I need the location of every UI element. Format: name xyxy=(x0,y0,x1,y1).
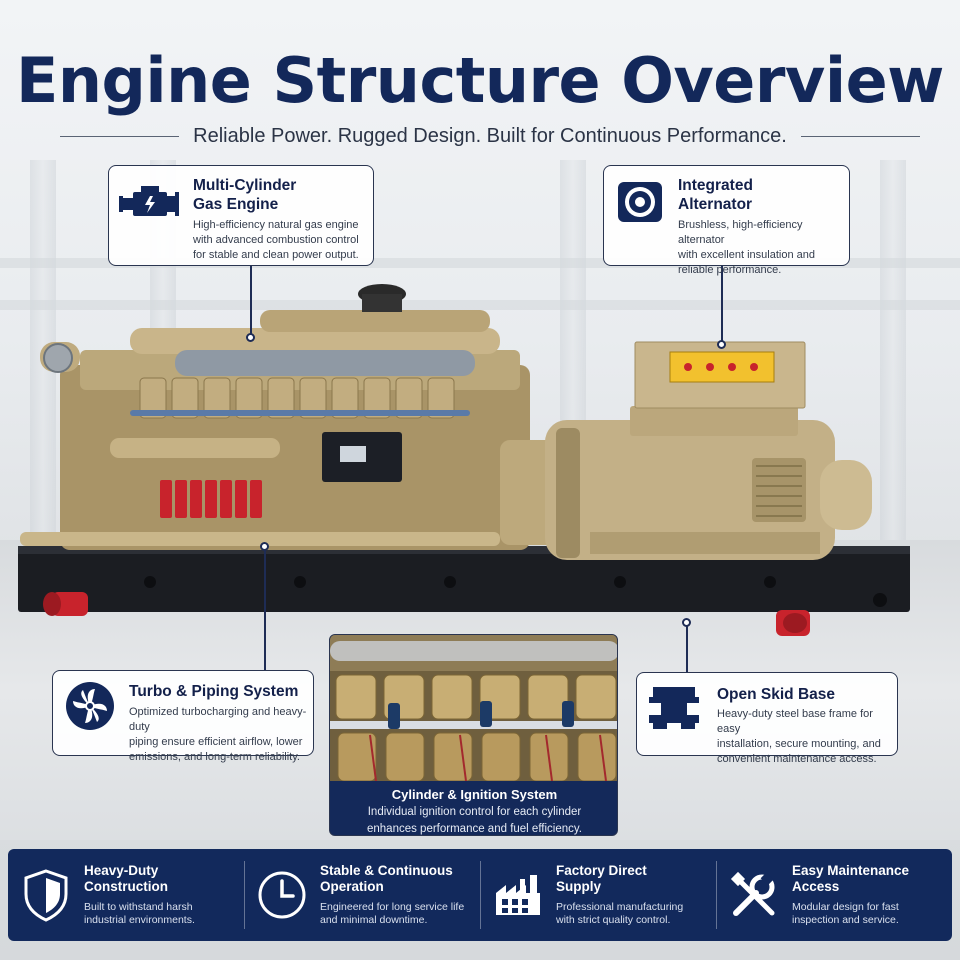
footer-desc-line: Engineered for long service life xyxy=(320,901,465,913)
feature-card-gas-engine: Multi-Cylinder Gas Engine High-efficienc… xyxy=(108,165,374,266)
connector-dot-engine xyxy=(246,333,255,342)
connector-skid xyxy=(686,624,688,672)
cylinder-ignition-inset: Cylinder & Ignition System Individual ig… xyxy=(329,634,618,836)
skid-base-holes xyxy=(144,576,887,607)
generator-set-illustration xyxy=(18,284,910,636)
footer-desc-line: inspection and service. xyxy=(792,914,899,926)
connector-dot-skid xyxy=(682,618,691,627)
engine-block xyxy=(20,284,530,550)
red-pipe-cap-right xyxy=(776,610,810,636)
card-title-line: Alternator xyxy=(678,196,753,213)
footer-desc-line: Modular design for fast xyxy=(792,901,899,913)
red-pipe-cap-left xyxy=(43,592,88,616)
card-desc-line: piping ensure efficient airflow, lower xyxy=(129,736,303,748)
footer-item-easy-maintenance: Easy Maintenance Access Modular design f… xyxy=(716,849,952,941)
footer-title-line: Heavy-Duty xyxy=(84,863,159,878)
cylinder-closeup-illustration xyxy=(330,635,617,781)
divider-line xyxy=(800,135,920,137)
footer-title-line: Easy Maintenance xyxy=(792,863,910,878)
clock-icon xyxy=(258,871,306,919)
background-beam xyxy=(0,300,960,310)
footer-desc-line: and minimal downtime. xyxy=(320,914,428,926)
page-title: Engine Structure Overview xyxy=(16,44,944,117)
page-subtitle: Reliable Power. Rugged Design. Built for… xyxy=(193,124,787,147)
footer-desc-line: with strict quality control. xyxy=(556,914,671,926)
feature-card-turbo-piping: Turbo & Piping System Optimized turbocha… xyxy=(52,670,314,763)
card-desc-line: reliable performance. xyxy=(678,264,782,276)
card-title-line: Multi-Cylinder xyxy=(193,177,297,194)
footer-title-line: Stable & Continuous xyxy=(320,863,453,878)
card-desc-line: convenient maintenance access. xyxy=(717,753,877,765)
footer-title-line: Factory Direct xyxy=(556,863,647,878)
inset-desc-line: Individual ignition control for each cyl… xyxy=(367,806,582,818)
card-desc-line: with advanced combustion control xyxy=(193,234,359,246)
footer-desc-line: Built to withstand harsh xyxy=(84,901,193,913)
skid-base-icon xyxy=(649,687,699,729)
footer-title-line: Construction xyxy=(84,879,168,894)
card-desc-line: Brushless, high-efficiency alternator xyxy=(678,219,803,246)
alternator-icon xyxy=(618,182,662,222)
feature-card-alternator: Integrated Alternator Brushless, high-ef… xyxy=(603,165,850,276)
tools-icon xyxy=(730,871,775,916)
card-desc-line: for stable and clean power output. xyxy=(193,249,359,261)
card-desc-line: High-efficiency natural gas engine xyxy=(193,219,359,231)
card-title-line: Integrated xyxy=(678,177,753,194)
background-beam xyxy=(0,258,960,268)
connector-engine xyxy=(250,266,252,338)
alternator-unit xyxy=(545,341,872,560)
footer-title-line: Supply xyxy=(556,879,602,894)
card-desc-line: Optimized turbocharging and heavy-duty xyxy=(129,706,307,733)
connector-turbo xyxy=(264,548,266,670)
feature-card-skid-base: Open Skid Base Heavy-duty steel base fra… xyxy=(636,672,898,765)
turbo-fan-icon xyxy=(66,682,114,730)
footer-title-line: Operation xyxy=(320,879,384,894)
subtitle-row: Reliable Power. Rugged Design. Built for… xyxy=(60,122,920,150)
footer-title-line: Access xyxy=(792,879,840,894)
factory-icon xyxy=(496,875,540,915)
divider-line xyxy=(60,135,180,137)
card-desc-line: installation, secure mounting, and xyxy=(717,738,881,750)
skid-base-frame xyxy=(18,546,910,612)
red-filter-canisters xyxy=(160,480,262,518)
card-title-line: Gas Engine xyxy=(193,196,279,213)
connector-dot-turbo xyxy=(260,542,269,551)
inset-caption: Cylinder & Ignition System Individual ig… xyxy=(330,781,617,835)
footer-item-factory-direct: Factory Direct Supply Professional manuf… xyxy=(480,849,716,941)
card-desc-line: with excellent insulation and xyxy=(678,249,815,261)
footer-desc-line: industrial environments. xyxy=(84,914,195,926)
engine-icon xyxy=(119,186,179,216)
connector-dot-alternator xyxy=(717,340,726,349)
footer-feature-bar: Heavy-Duty Construction Built to withsta… xyxy=(8,849,952,941)
card-desc-line: emissions, and long-term reliability. xyxy=(129,751,300,763)
footer-item-stable-operation: Stable & Continuous Operation Engineered… xyxy=(244,849,480,941)
connector-alternator xyxy=(721,266,723,344)
inset-desc-line: enhances performance and fuel efficiency… xyxy=(366,823,582,835)
card-title: Open Skid Base xyxy=(717,686,836,703)
footer-item-heavy-duty: Heavy-Duty Construction Built to withsta… xyxy=(8,849,244,941)
footer-desc-line: Professional manufacturing xyxy=(556,901,684,913)
background-pillar xyxy=(880,160,906,540)
card-desc-line: Heavy-duty steel base frame for easy xyxy=(717,708,873,735)
inset-title: Cylinder & Ignition System xyxy=(391,787,558,802)
card-title: Turbo & Piping System xyxy=(129,683,299,700)
shield-icon xyxy=(24,869,68,922)
